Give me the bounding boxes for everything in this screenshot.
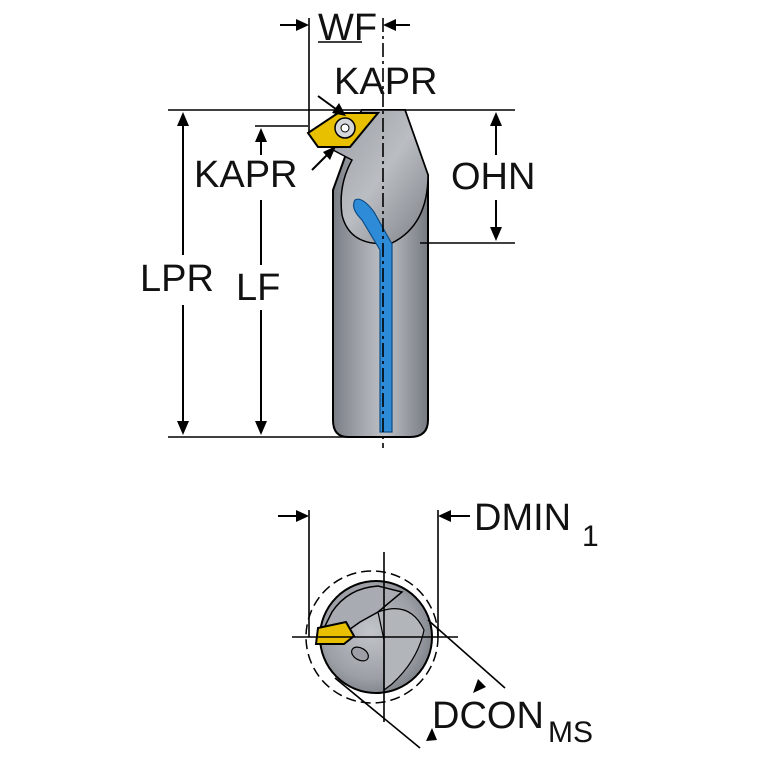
label-lf: LF	[236, 267, 280, 309]
lpr-dimension	[168, 109, 362, 438]
coolant-hole	[351, 646, 369, 662]
tool-side-view	[306, 109, 429, 438]
label-dmin: DMIN	[474, 497, 571, 539]
label-lpr: LPR	[140, 258, 214, 300]
ohn-dimension	[405, 109, 515, 244]
lf-dimension	[255, 128, 267, 435]
label-dcon: DCON	[432, 695, 544, 737]
wf-dimension	[280, 18, 410, 133]
dmin-dimension	[278, 510, 470, 637]
label-dcon-sub: MS	[548, 716, 593, 749]
dcon-dimension	[334, 619, 506, 749]
label-kapr-left: KAPR	[194, 154, 297, 196]
kapr-left-dimension	[255, 125, 336, 171]
label-dmin-sub: 1	[582, 520, 599, 553]
label-ohn: OHN	[451, 156, 535, 198]
label-kapr-top: KAPR	[334, 61, 437, 103]
tool-end-view	[292, 552, 458, 722]
end-view-insert	[314, 620, 356, 645]
label-wf: WF	[318, 7, 377, 49]
